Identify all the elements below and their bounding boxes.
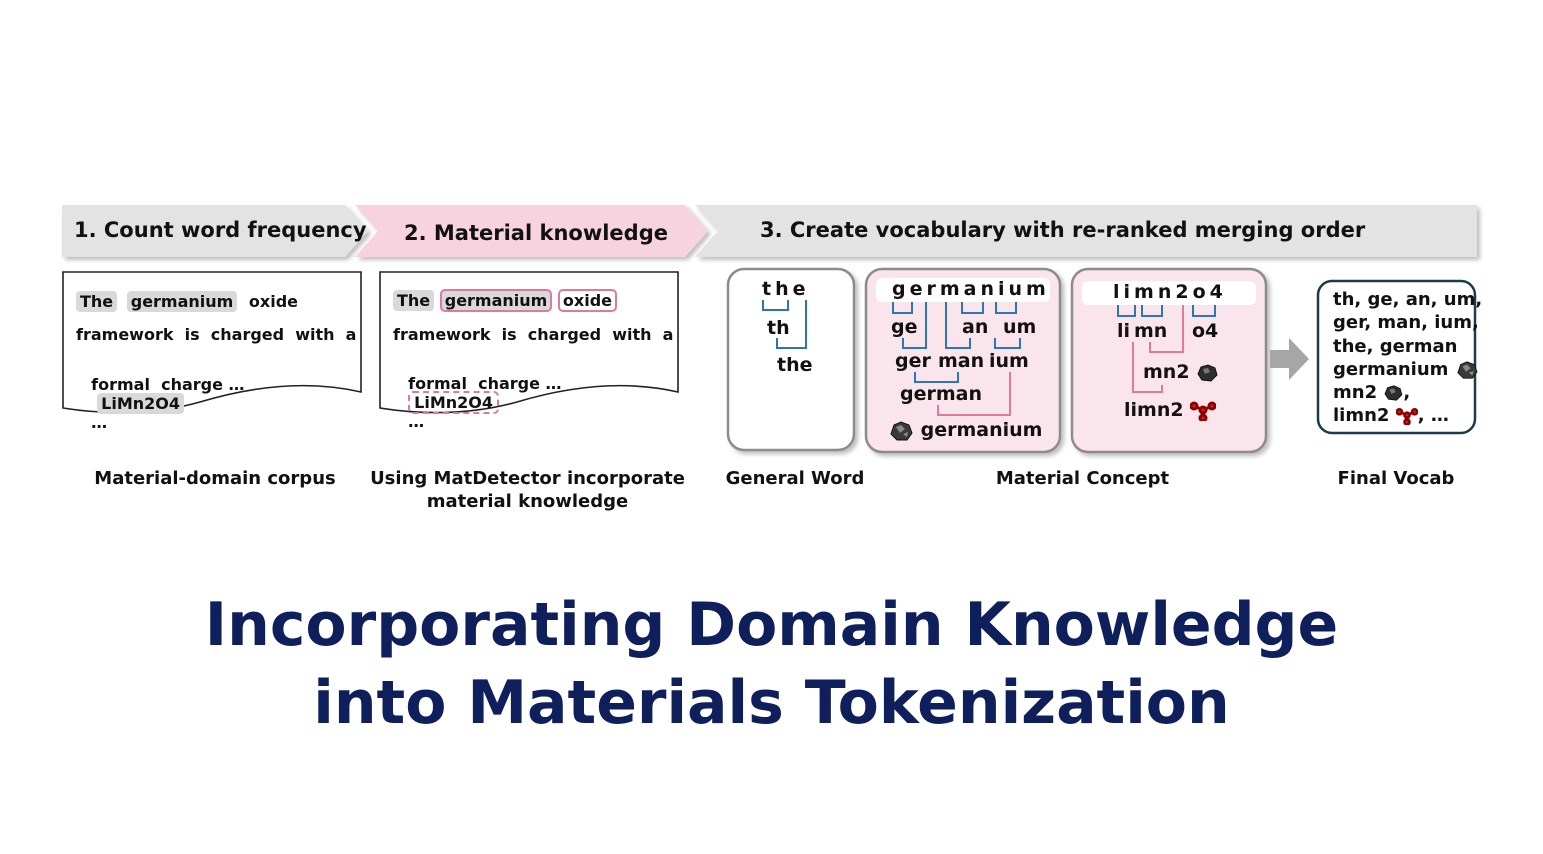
corpus2-line1: The germanium oxide [393, 289, 618, 312]
word-oxide: oxide [248, 292, 299, 311]
material-concept-box-2 [1070, 267, 1268, 454]
word-germanium: germanium [439, 289, 553, 312]
final-vocab-line6: limn2 , … [1333, 405, 1449, 426]
merge-brackets-germanium [892, 302, 1021, 416]
merge-brackets-general [762, 300, 807, 349]
token-germanium: germanium [920, 419, 1043, 441]
token-li: li [1117, 320, 1131, 342]
word-formal-charge: formal charge … [408, 374, 562, 393]
general-word-box [726, 267, 856, 452]
word-limn2o4: LiMn2O4 [97, 393, 184, 414]
token-ge: ge [891, 316, 918, 338]
final-vocab-line3: the, german [1333, 336, 1458, 357]
caption-general-word: General Word [725, 468, 865, 489]
molecule-icon [1190, 401, 1217, 421]
vocab-ellipsis: , … [1417, 405, 1449, 426]
token-o4: o4 [1192, 320, 1219, 342]
corpus2-line3: formal charge … LiMn2O4 … [397, 355, 562, 431]
token-man: man [938, 350, 985, 372]
token-limn2-row: limn2 [1124, 399, 1217, 421]
step1-banner [62, 205, 368, 257]
vocab-limn2: limn2 [1333, 405, 1390, 426]
final-vocab-line2: ger, man, ium, [1333, 312, 1479, 333]
mn2-stone-icon [1197, 363, 1218, 382]
step2-banner [355, 205, 708, 257]
caption-matdetector-2: material knowledge [426, 491, 629, 512]
material-concept-box-1 [864, 267, 1062, 454]
corpus2-line2: framework is charged with a [393, 325, 674, 344]
token-mn: mn [1134, 320, 1168, 342]
germanium-stone-icon [890, 420, 913, 440]
step3-banner [695, 205, 1477, 257]
word-header-limn2o4 [1082, 281, 1256, 305]
vocab-comma: , [1403, 382, 1411, 403]
caption-material-concept: Material Concept [995, 468, 1170, 489]
word-formal-charge: formal charge … [91, 375, 245, 394]
token-ger: ger [895, 350, 931, 372]
token-an: an [962, 316, 989, 338]
corpus1-line3: formal charge … LiMn2O4 … [80, 356, 245, 432]
mn2-stone-icon [1384, 385, 1403, 401]
final-vocab-line4: germanium [1333, 359, 1479, 380]
token-ium: ium [989, 350, 1029, 372]
token-germanium-row: germanium [888, 419, 1042, 442]
word-germanium: germanium [126, 291, 238, 312]
token-the: the [777, 354, 813, 376]
corpus1-line2: framework is charged with a [76, 325, 357, 344]
caption-corpus: Material-domain corpus [94, 468, 336, 489]
token-um: um [1003, 316, 1037, 338]
step1-label: 1. Count word frequency [74, 218, 367, 242]
step3-label: 3. Create vocabulary with re-ranked merg… [760, 218, 1366, 242]
germanium-stone-icon [1457, 361, 1478, 379]
word-the: The [393, 290, 435, 311]
token-mn2: mn2 [1143, 361, 1190, 383]
vocab-germanium: germanium [1333, 359, 1449, 380]
final-vocab-line1: th, ge, an, um, [1333, 289, 1483, 310]
ellipsis: … [408, 412, 425, 431]
token-germanium-chars: germanium [892, 278, 1050, 300]
final-vocab-box [1316, 279, 1477, 435]
token-limn2o4-chars: limn2o4 [1113, 281, 1227, 303]
page-title-line1: Incorporating Domain Knowledge [204, 590, 1339, 660]
arrow-to-final-vocab [1270, 338, 1309, 380]
merge-brackets-limn2o4 [1117, 305, 1216, 393]
molecule-icon [1395, 407, 1418, 425]
word-the: The [76, 291, 118, 312]
corpus1-line1: The germanium oxide [76, 291, 299, 312]
word-oxide: oxide [557, 289, 618, 312]
caption-final-vocab: Final Vocab [1337, 468, 1455, 489]
word-header-germanium [876, 278, 1050, 302]
step2-label: 2. Material knowledge [404, 221, 668, 245]
token-th: th [767, 317, 790, 339]
final-vocab-line5: mn2 , [1333, 382, 1410, 403]
vocab-mn2: mn2 [1333, 382, 1378, 403]
token-mn2-row: mn2 [1143, 361, 1218, 383]
token-the-chars: the [762, 278, 810, 300]
ellipsis: … [91, 413, 108, 432]
token-german: german [900, 383, 983, 405]
word-limn2o4: LiMn2O4 [408, 391, 499, 414]
caption-matdetector-1: Using MatDetector incorporate [370, 468, 685, 489]
token-limn2: limn2 [1124, 399, 1184, 421]
page-title-line2: into Materials Tokenization [313, 668, 1230, 738]
